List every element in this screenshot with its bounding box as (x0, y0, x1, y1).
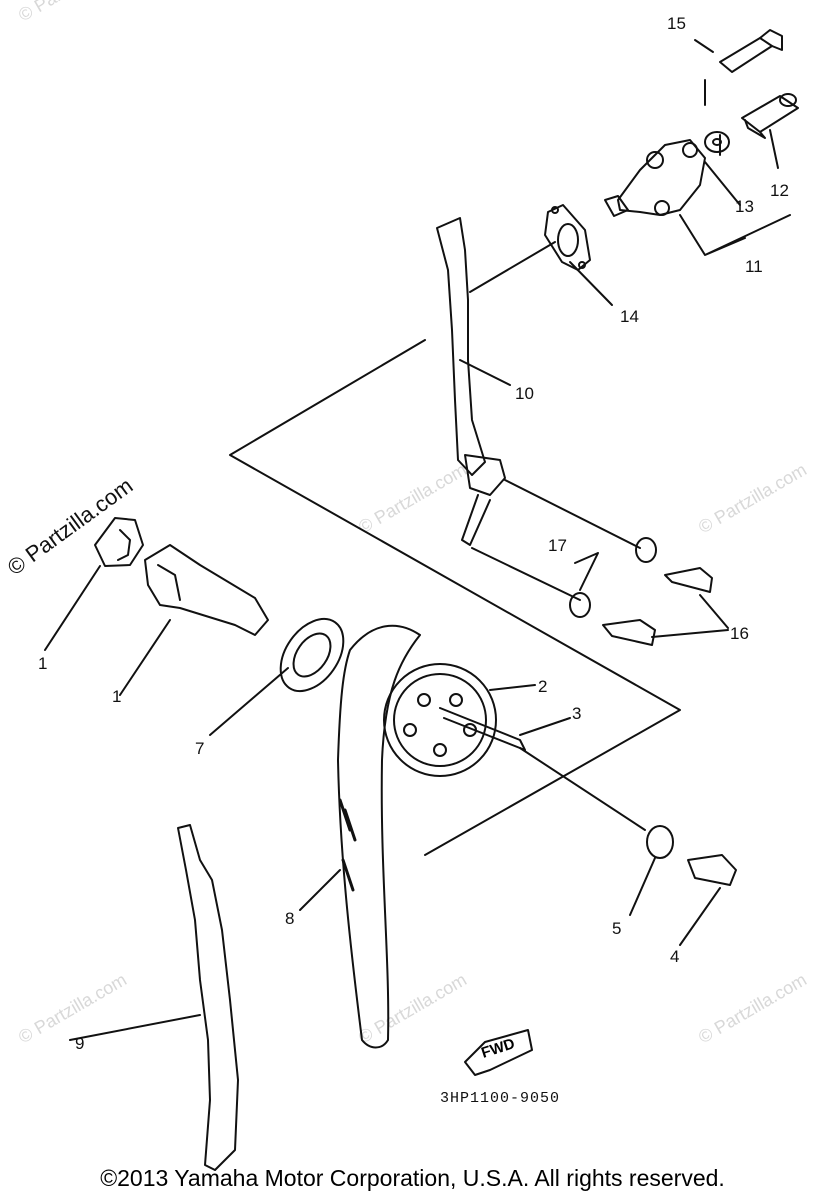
bearing-6 (94, 517, 144, 567)
sprocket-2 (383, 663, 497, 777)
copyright-notice: ©2013 Yamaha Motor Corporation, U.S.A. A… (100, 1165, 725, 1191)
callout-label: 3 (572, 704, 582, 723)
callout-label: 11 (745, 257, 763, 276)
gasket-14 (544, 204, 591, 271)
chain-guide-10 (436, 217, 506, 546)
callout-label: 14 (620, 307, 639, 326)
cam-chain-8 (337, 624, 421, 1049)
callout-label: 15 (667, 14, 686, 33)
callout-label: 10 (515, 384, 534, 403)
callout-label: 1 (112, 687, 122, 706)
washer-17 (569, 537, 657, 618)
callout-label: 12 (770, 181, 789, 200)
callout-label: 17 (548, 536, 567, 555)
callout-label: 4 (670, 947, 680, 966)
bolt-4 (687, 854, 737, 886)
pin-3 (439, 707, 526, 751)
plug-12 (741, 93, 799, 139)
drawing-code: 3HP1100-9050 (440, 1090, 561, 1107)
callout-label: 13 (735, 197, 754, 216)
washer-13 (704, 131, 730, 153)
callout-label: 5 (612, 919, 622, 938)
callout-label: 16 (730, 624, 749, 643)
callout-label: 1 (38, 654, 48, 673)
bearing-7 (279, 617, 345, 693)
leader-14-10 (469, 241, 556, 293)
fwd-arrow (464, 1029, 533, 1076)
tensioner-11 (604, 139, 706, 217)
callout-label: 7 (195, 739, 205, 758)
reference-outline (229, 339, 681, 856)
washer-5 (646, 825, 674, 859)
callout-label: 2 (538, 677, 548, 696)
bolt-15 (719, 29, 783, 73)
camshaft-1 (144, 544, 269, 636)
callout-label: 8 (285, 909, 295, 928)
callout-label: 9 (75, 1034, 85, 1053)
chain-guide-9 (177, 824, 239, 1171)
